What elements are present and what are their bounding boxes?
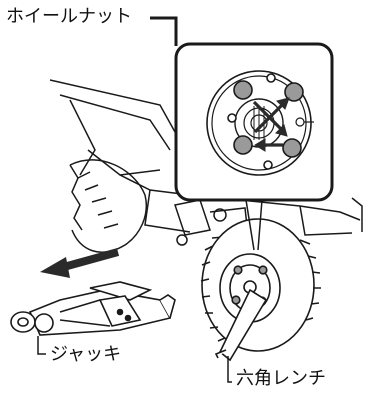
- jack-leader: [37, 336, 46, 355]
- nut-bottom: [263, 160, 273, 170]
- nut-top-right: [284, 82, 304, 102]
- inset-frame: [174, 42, 334, 202]
- inset-wheel-nuts: [227, 73, 304, 170]
- nut-bottom-right: [282, 138, 302, 158]
- wheel-nut-leader: [150, 16, 178, 46]
- wheel-nut-label: ホイールナット: [6, 6, 132, 27]
- inset-pointer: [245, 199, 263, 251]
- nut-top: [266, 73, 276, 83]
- nut-left: [227, 113, 237, 123]
- direction-arrow: [40, 248, 120, 278]
- wrench-leader: [227, 356, 232, 383]
- tightening-order-arrows: [252, 97, 290, 152]
- front-wheel: [200, 218, 321, 352]
- scissor-jack: [10, 281, 176, 336]
- nut-bottom-left: [233, 135, 253, 155]
- jack-label: ジャッキ: [50, 344, 122, 365]
- nut-top-left: [233, 80, 253, 100]
- hex-wrench: [214, 288, 268, 362]
- hex-wrench-label: 六角レンチ: [236, 368, 326, 389]
